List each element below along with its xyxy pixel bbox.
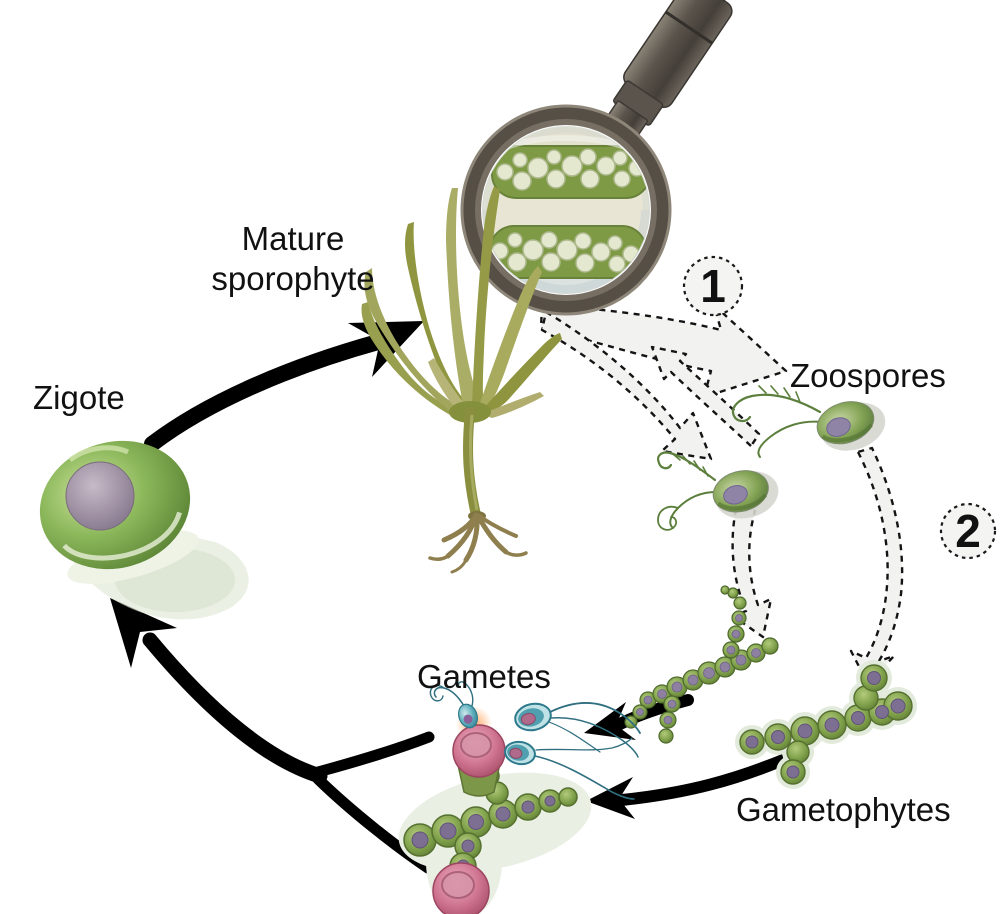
label-gametophytes: Gametophytes <box>736 791 951 828</box>
label-zygote: Zigote <box>33 379 125 416</box>
labels: Mature sporophyte Zigote Zoospores Gamet… <box>33 220 951 828</box>
label-zoospores: Zoospores <box>790 357 946 394</box>
dotted-arrow-return-up-left <box>650 345 761 448</box>
label-mature-sporophyte-line2: sporophyte <box>211 260 374 297</box>
label-gametes: Gametes <box>417 658 551 695</box>
arrow-gametes-to-zygote <box>110 598 435 874</box>
fertile-gametophyte-with-eggs <box>398 681 592 914</box>
holdfast-roots <box>428 511 528 574</box>
step-2-number: 2 <box>955 505 981 557</box>
label-mature-sporophyte-line1: Mature <box>242 220 345 257</box>
sperm-gametes <box>504 702 641 800</box>
magnifier-icon <box>460 0 788 316</box>
zoospore-left <box>657 451 779 531</box>
zoospore-right <box>731 385 886 458</box>
dotted-arrow-zoospore-to-gametophyte <box>731 507 773 639</box>
gametophyte-female <box>735 660 917 789</box>
dotted-arrow-right-zoospore-to-gametophytes <box>849 446 904 686</box>
arrow-gametophytes-to-female <box>586 752 794 819</box>
sporangia-cross-section <box>483 127 649 293</box>
sperm-upper <box>514 702 641 758</box>
mature-sporophyte-illustration <box>361 186 562 574</box>
gametophyte-male <box>624 585 779 744</box>
sperm-lower <box>504 737 635 800</box>
dotted-arrow-sporophyte-to-lower-zoospore <box>540 310 713 461</box>
step-2-badge: 2 <box>939 502 997 560</box>
sperm-fusing <box>429 681 479 729</box>
step-1-number: 1 <box>700 260 726 312</box>
step-1-badge: 1 <box>682 255 744 317</box>
zygote-illustration <box>39 440 249 620</box>
